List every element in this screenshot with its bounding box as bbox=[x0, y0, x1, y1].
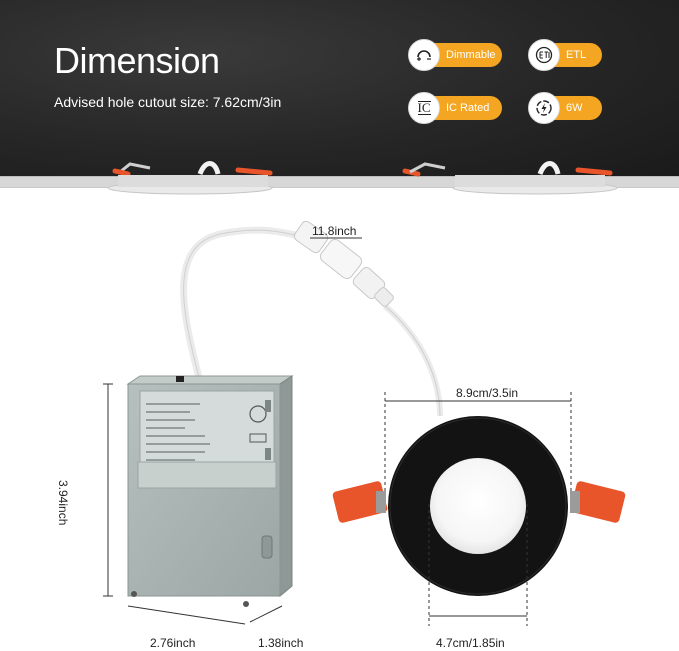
power-cable bbox=[180, 226, 443, 417]
cable-connector bbox=[293, 220, 394, 307]
box-dimension-lines bbox=[103, 383, 283, 625]
etl-logo-icon bbox=[528, 39, 560, 71]
junction-box bbox=[126, 375, 294, 607]
power-icon bbox=[528, 92, 560, 124]
badge-label: 6W bbox=[566, 102, 583, 114]
ic-rated-icon: IC bbox=[408, 92, 440, 124]
badge-label: Dimmable bbox=[446, 49, 496, 61]
light-diameter-label: 8.9cm/3.5in bbox=[456, 386, 519, 400]
badge-etl: ETL bbox=[528, 39, 602, 71]
box-height-label: 3.94inch bbox=[56, 480, 70, 526]
ic-icon-text: IC bbox=[417, 100, 431, 115]
hole-cutout-note: Advised hole cutout size: 7.62cm/3in bbox=[54, 94, 282, 110]
product-illustration bbox=[103, 220, 626, 626]
dimmer-icon bbox=[408, 39, 440, 71]
light-dimension-lines bbox=[384, 392, 572, 626]
badge-power: 6W bbox=[528, 92, 602, 124]
recessed-light bbox=[332, 416, 626, 596]
page-title: Dimension bbox=[54, 40, 220, 81]
light-center-label: 4.7cm/1.85in bbox=[436, 636, 505, 650]
installed-light-right bbox=[402, 161, 618, 195]
badge-dimmable: Dimmable bbox=[408, 39, 502, 71]
badge-label: IC Rated bbox=[446, 102, 490, 114]
box-depth-label: 1.38inch bbox=[258, 636, 304, 650]
cable-length-label: 11.8inch bbox=[312, 224, 357, 238]
badge-ic-rated: IC IC Rated bbox=[408, 92, 502, 124]
installed-lights-illustration bbox=[107, 161, 618, 195]
box-width-label: 2.76inch bbox=[150, 636, 196, 650]
installed-light-left bbox=[107, 161, 273, 195]
badge-label: ETL bbox=[566, 49, 587, 61]
header-banner bbox=[0, 0, 679, 178]
